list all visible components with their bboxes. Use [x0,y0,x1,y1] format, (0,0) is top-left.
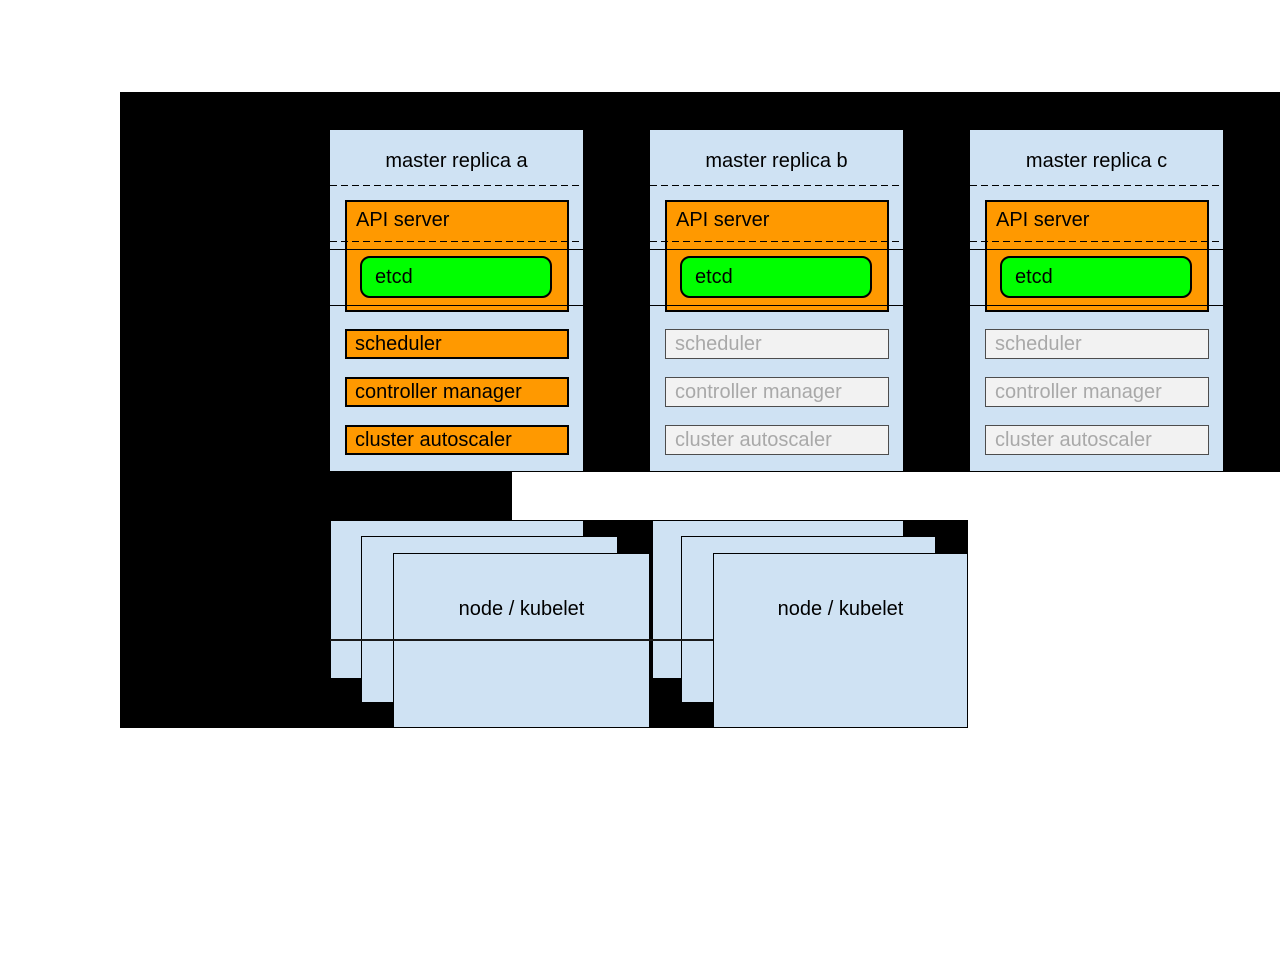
etcd-box: etcd [1000,256,1192,298]
cluster-autoscaler-box-dimmed: cluster autoscaler [985,425,1209,455]
cluster-autoscaler-box: cluster autoscaler [345,425,569,455]
api-server-label: API server [676,209,770,231]
api-server-label: API server [356,209,450,231]
separator-solid-line [970,249,1223,250]
separator-solid-line [330,305,583,306]
scheduler-box-dimmed: scheduler [985,329,1209,359]
separator-dashed-line [970,185,1223,186]
etcd-label: etcd [1015,265,1053,288]
separator-solid-line [970,305,1223,306]
controller-manager-box-dimmed: controller manager [985,377,1209,407]
master-title: master replica b [705,150,848,172]
separator-dashed-line [970,241,1223,242]
separator-solid-line [330,249,583,250]
separator-dashed-line [650,241,903,242]
separator-dashed-line [650,185,903,186]
api-server-label: API server [996,209,1090,231]
master-replica-b-box: master replica b API server etcd schedul… [649,129,904,472]
cluster-autoscaler-box-dimmed: cluster autoscaler [665,425,889,455]
controller-manager-box-dimmed: controller manager [665,377,889,407]
master-replica-c-box: master replica c API server etcd schedul… [969,129,1224,472]
scheduler-box-dimmed: scheduler [665,329,889,359]
api-server-box: API server etcd [665,200,889,312]
api-server-box: API server etcd [985,200,1209,312]
separator-solid-line [650,249,903,250]
separator-dashed-line [330,185,583,186]
etcd-label: etcd [375,265,413,288]
master-title: master replica c [1025,150,1168,172]
scheduler-box: scheduler [345,329,569,359]
api-server-box: API server etcd [345,200,569,312]
node-kubelet-label: node / kubelet [458,598,585,620]
controller-manager-box: controller manager [345,377,569,407]
node-stack2-front-box: node / kubelet [713,553,968,728]
etcd-box: etcd [680,256,872,298]
separator-solid-line [650,305,903,306]
master-title: master replica a [385,150,528,172]
node-kubelet-label: node / kubelet [777,598,904,620]
separator-dashed-line [330,241,583,242]
node-divider-line [330,639,713,641]
master-replica-a-box: master replica a API server etcd schedul… [329,129,584,472]
etcd-label: etcd [695,265,733,288]
etcd-box: etcd [360,256,552,298]
